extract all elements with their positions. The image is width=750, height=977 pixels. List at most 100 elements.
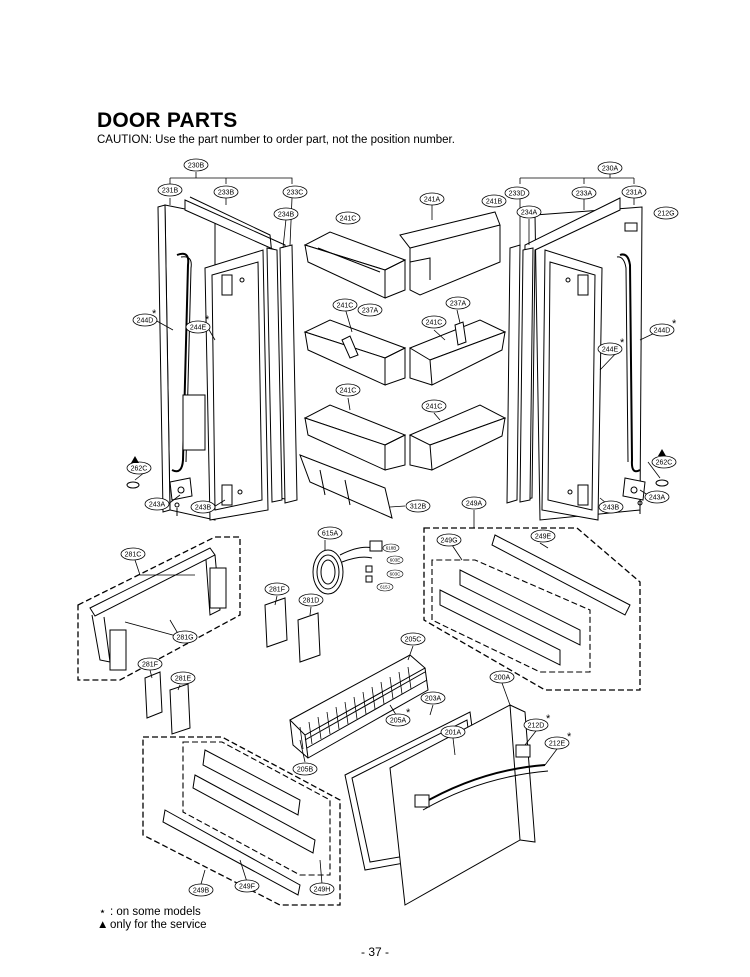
cover-281F-lower [144, 671, 163, 719]
left-door-inner-liner [204, 249, 269, 521]
part-label-234B: 234B [273, 207, 299, 221]
svg-text:233C: 233C [287, 190, 304, 197]
part-label-231B: 231B [157, 183, 183, 197]
svg-text:237A: 237A [362, 308, 379, 315]
part-label-241C: 241C [332, 298, 358, 312]
right-door-gaskets [506, 197, 621, 504]
basket-rib [362, 691, 367, 715]
cover-281E [169, 683, 191, 735]
rail-249E [491, 534, 631, 616]
part-label-281D: 281D [298, 593, 324, 607]
door-bin-upper-right [399, 211, 501, 296]
svg-text:249H: 249H [314, 887, 331, 894]
svg-text:241C: 241C [337, 303, 354, 310]
part-label-233D: 233D [504, 186, 530, 200]
crisper-basket-ribs [299, 666, 412, 750]
svg-text:241C: 241C [426, 404, 443, 411]
svg-text:312B: 312B [410, 504, 427, 511]
asterisk-212D: * [546, 713, 551, 725]
svg-text:615J: 615J [380, 585, 390, 590]
basket-rib [299, 726, 304, 750]
markers: * * * * * * * [131, 308, 677, 743]
door-bin-lower-right [408, 404, 507, 471]
part-label-203A: 203A [420, 691, 446, 705]
basket-rib [344, 701, 349, 725]
part-label-241C: 241C [335, 211, 361, 225]
part-label-200A: 200A [489, 670, 515, 684]
cover-281F-upper [264, 597, 288, 648]
svg-text:243B: 243B [603, 505, 620, 512]
left-bottom-hinge [126, 477, 193, 516]
cover-281D [297, 612, 321, 663]
part-label-212D: 212D [523, 718, 549, 732]
asterisk-212E: * [567, 731, 572, 743]
part-label-243A: 243A [144, 497, 170, 511]
svg-text:262C: 262C [131, 466, 148, 473]
part-label-262C: 262C [126, 461, 152, 475]
part-label-249E: 249E [530, 529, 556, 543]
part-label-237A: 237A [357, 303, 383, 317]
svg-text:203A: 203A [425, 696, 442, 703]
part-label-249H: 249H [309, 882, 335, 896]
right-door-inner-liner [541, 249, 603, 521]
part-label-249G: 249G [436, 533, 462, 547]
part-label-241A: 241A [419, 192, 445, 206]
part-label-249F: 249F [234, 879, 260, 893]
svg-text:603E: 603E [390, 558, 401, 563]
svg-text:233A: 233A [576, 191, 593, 198]
part-label-615J: 615J [376, 582, 394, 592]
part-label-205A: 205A [385, 713, 411, 727]
part-label-243B: 243B [190, 500, 216, 514]
right-bottom-hinge [622, 477, 669, 514]
triangle-symbol: ▲ [97, 919, 109, 931]
asterisk-symbol: ⋆ [98, 906, 107, 918]
svg-text:243A: 243A [649, 495, 666, 502]
part-label-603C: 603C [386, 569, 404, 579]
svg-text:233B: 233B [218, 190, 235, 197]
part-label-243B: 243B [598, 500, 624, 514]
svg-text:212G: 212G [657, 211, 674, 218]
part-label-230A: 230A [597, 161, 623, 175]
svg-text:281D: 281D [303, 598, 320, 605]
page-number: - 37 - [360, 945, 389, 959]
svg-text:241C: 241C [340, 216, 357, 223]
part-label-230B: 230B [183, 158, 209, 172]
asterisk-244E-left: * [205, 314, 210, 326]
basket-rib [326, 711, 331, 735]
svg-text:615A: 615A [322, 531, 339, 538]
part-label-244D: 244D [649, 323, 675, 337]
part-label-233B: 233B [213, 185, 239, 199]
svg-text:234A: 234A [521, 210, 538, 217]
door-bin-middle-left [303, 319, 407, 386]
triangle-262C-left [131, 456, 139, 463]
legend-some-models: ⋆: on some models [97, 905, 201, 919]
svg-text:243A: 243A [149, 502, 166, 509]
door-bin-middle-right [408, 319, 507, 386]
part-label-212E: 212E [544, 736, 570, 750]
part-label-281C: 281C [120, 547, 146, 561]
part-label-262C: 262C [651, 455, 677, 469]
part-label-205B: 205B [292, 762, 318, 776]
svg-text:262C: 262C [656, 460, 673, 467]
basket-rib [371, 686, 376, 710]
part-label-244E: 244E [597, 342, 623, 356]
basket-rib [407, 666, 412, 690]
rail-assembly-249H [182, 741, 331, 876]
basket-rib [308, 721, 313, 745]
svg-text:237A: 237A [450, 301, 467, 308]
rail-assembly-249A [423, 527, 641, 691]
part-label-241C: 241C [335, 383, 361, 397]
part-label-618B: 618B [382, 543, 400, 553]
svg-text:241C: 241C [340, 388, 357, 395]
svg-text:281F: 281F [269, 587, 285, 594]
svg-text:244E: 244E [190, 325, 207, 332]
part-label-205C: 205C [400, 632, 426, 646]
part-label-234A: 234A [516, 205, 542, 219]
part-label-241C: 241C [421, 399, 447, 413]
part-label-281F: 281F [264, 582, 290, 596]
part-label-615A: 615A [317, 526, 343, 540]
svg-text:241C: 241C [426, 320, 443, 327]
rail-assembly-249B [142, 736, 341, 906]
